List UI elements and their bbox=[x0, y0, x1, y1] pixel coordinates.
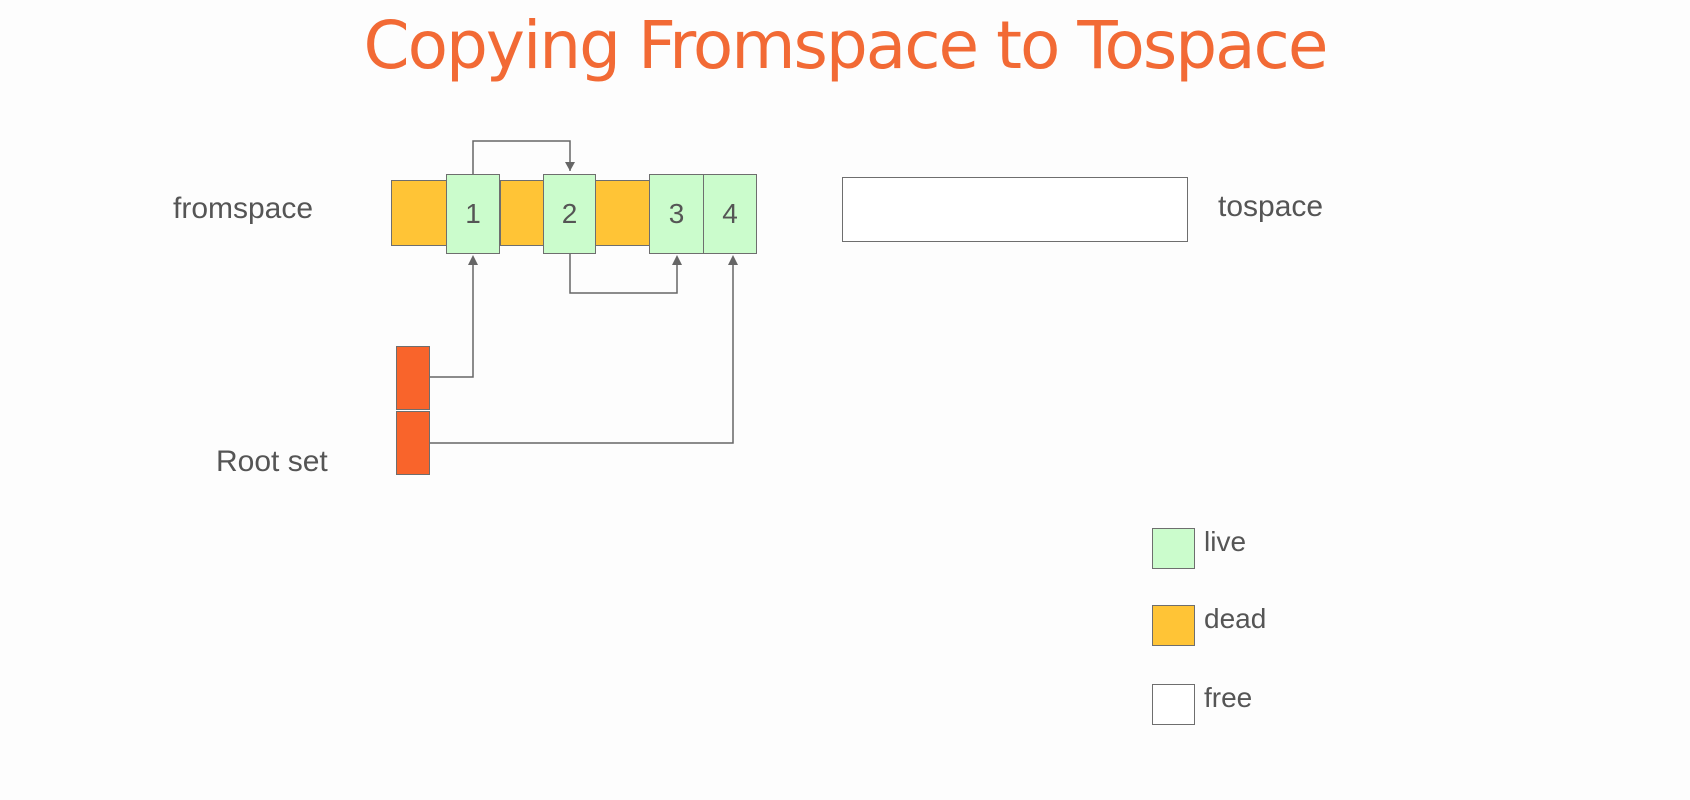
legend-swatch-dead bbox=[1152, 605, 1195, 646]
fromspace-label: fromspace bbox=[173, 192, 314, 225]
live-object-2: 2 bbox=[543, 174, 596, 254]
pointer-arrow-root-to-1 bbox=[430, 257, 474, 378]
root-set-label: Root set bbox=[216, 445, 328, 478]
tospace-region bbox=[842, 177, 1188, 242]
slide-title: Copying Fromspace to Tospace bbox=[363, 7, 1329, 84]
dead-block bbox=[595, 180, 650, 246]
object-id-label: 2 bbox=[561, 198, 578, 229]
legend-swatch-free bbox=[1152, 684, 1195, 725]
root-slot-1 bbox=[396, 346, 430, 410]
tospace-label: tospace bbox=[1218, 190, 1324, 223]
object-id-label: 3 bbox=[668, 198, 685, 229]
live-object-4: 4 bbox=[703, 174, 757, 254]
root-slot-2 bbox=[396, 411, 430, 475]
live-object-3: 3 bbox=[649, 174, 704, 254]
legend-swatch-live bbox=[1152, 528, 1195, 569]
pointer-arrow-1-to-2 bbox=[472, 140, 571, 174]
live-object-1: 1 bbox=[446, 174, 500, 254]
dead-block bbox=[500, 180, 544, 246]
pointer-arrow-root-to-4 bbox=[430, 257, 734, 444]
arrowhead bbox=[565, 162, 575, 171]
object-id-label: 1 bbox=[465, 198, 481, 229]
legend-label-dead: dead bbox=[1204, 603, 1267, 634]
arrowhead bbox=[672, 255, 682, 265]
pointer-arrow-2-to-3 bbox=[569, 254, 678, 294]
dead-block bbox=[391, 180, 447, 246]
object-id-label: 4 bbox=[722, 198, 738, 229]
arrowhead bbox=[468, 255, 478, 265]
legend-label-live: live bbox=[1204, 526, 1247, 557]
legend-label-free: free bbox=[1204, 682, 1253, 713]
arrowhead bbox=[728, 255, 738, 265]
